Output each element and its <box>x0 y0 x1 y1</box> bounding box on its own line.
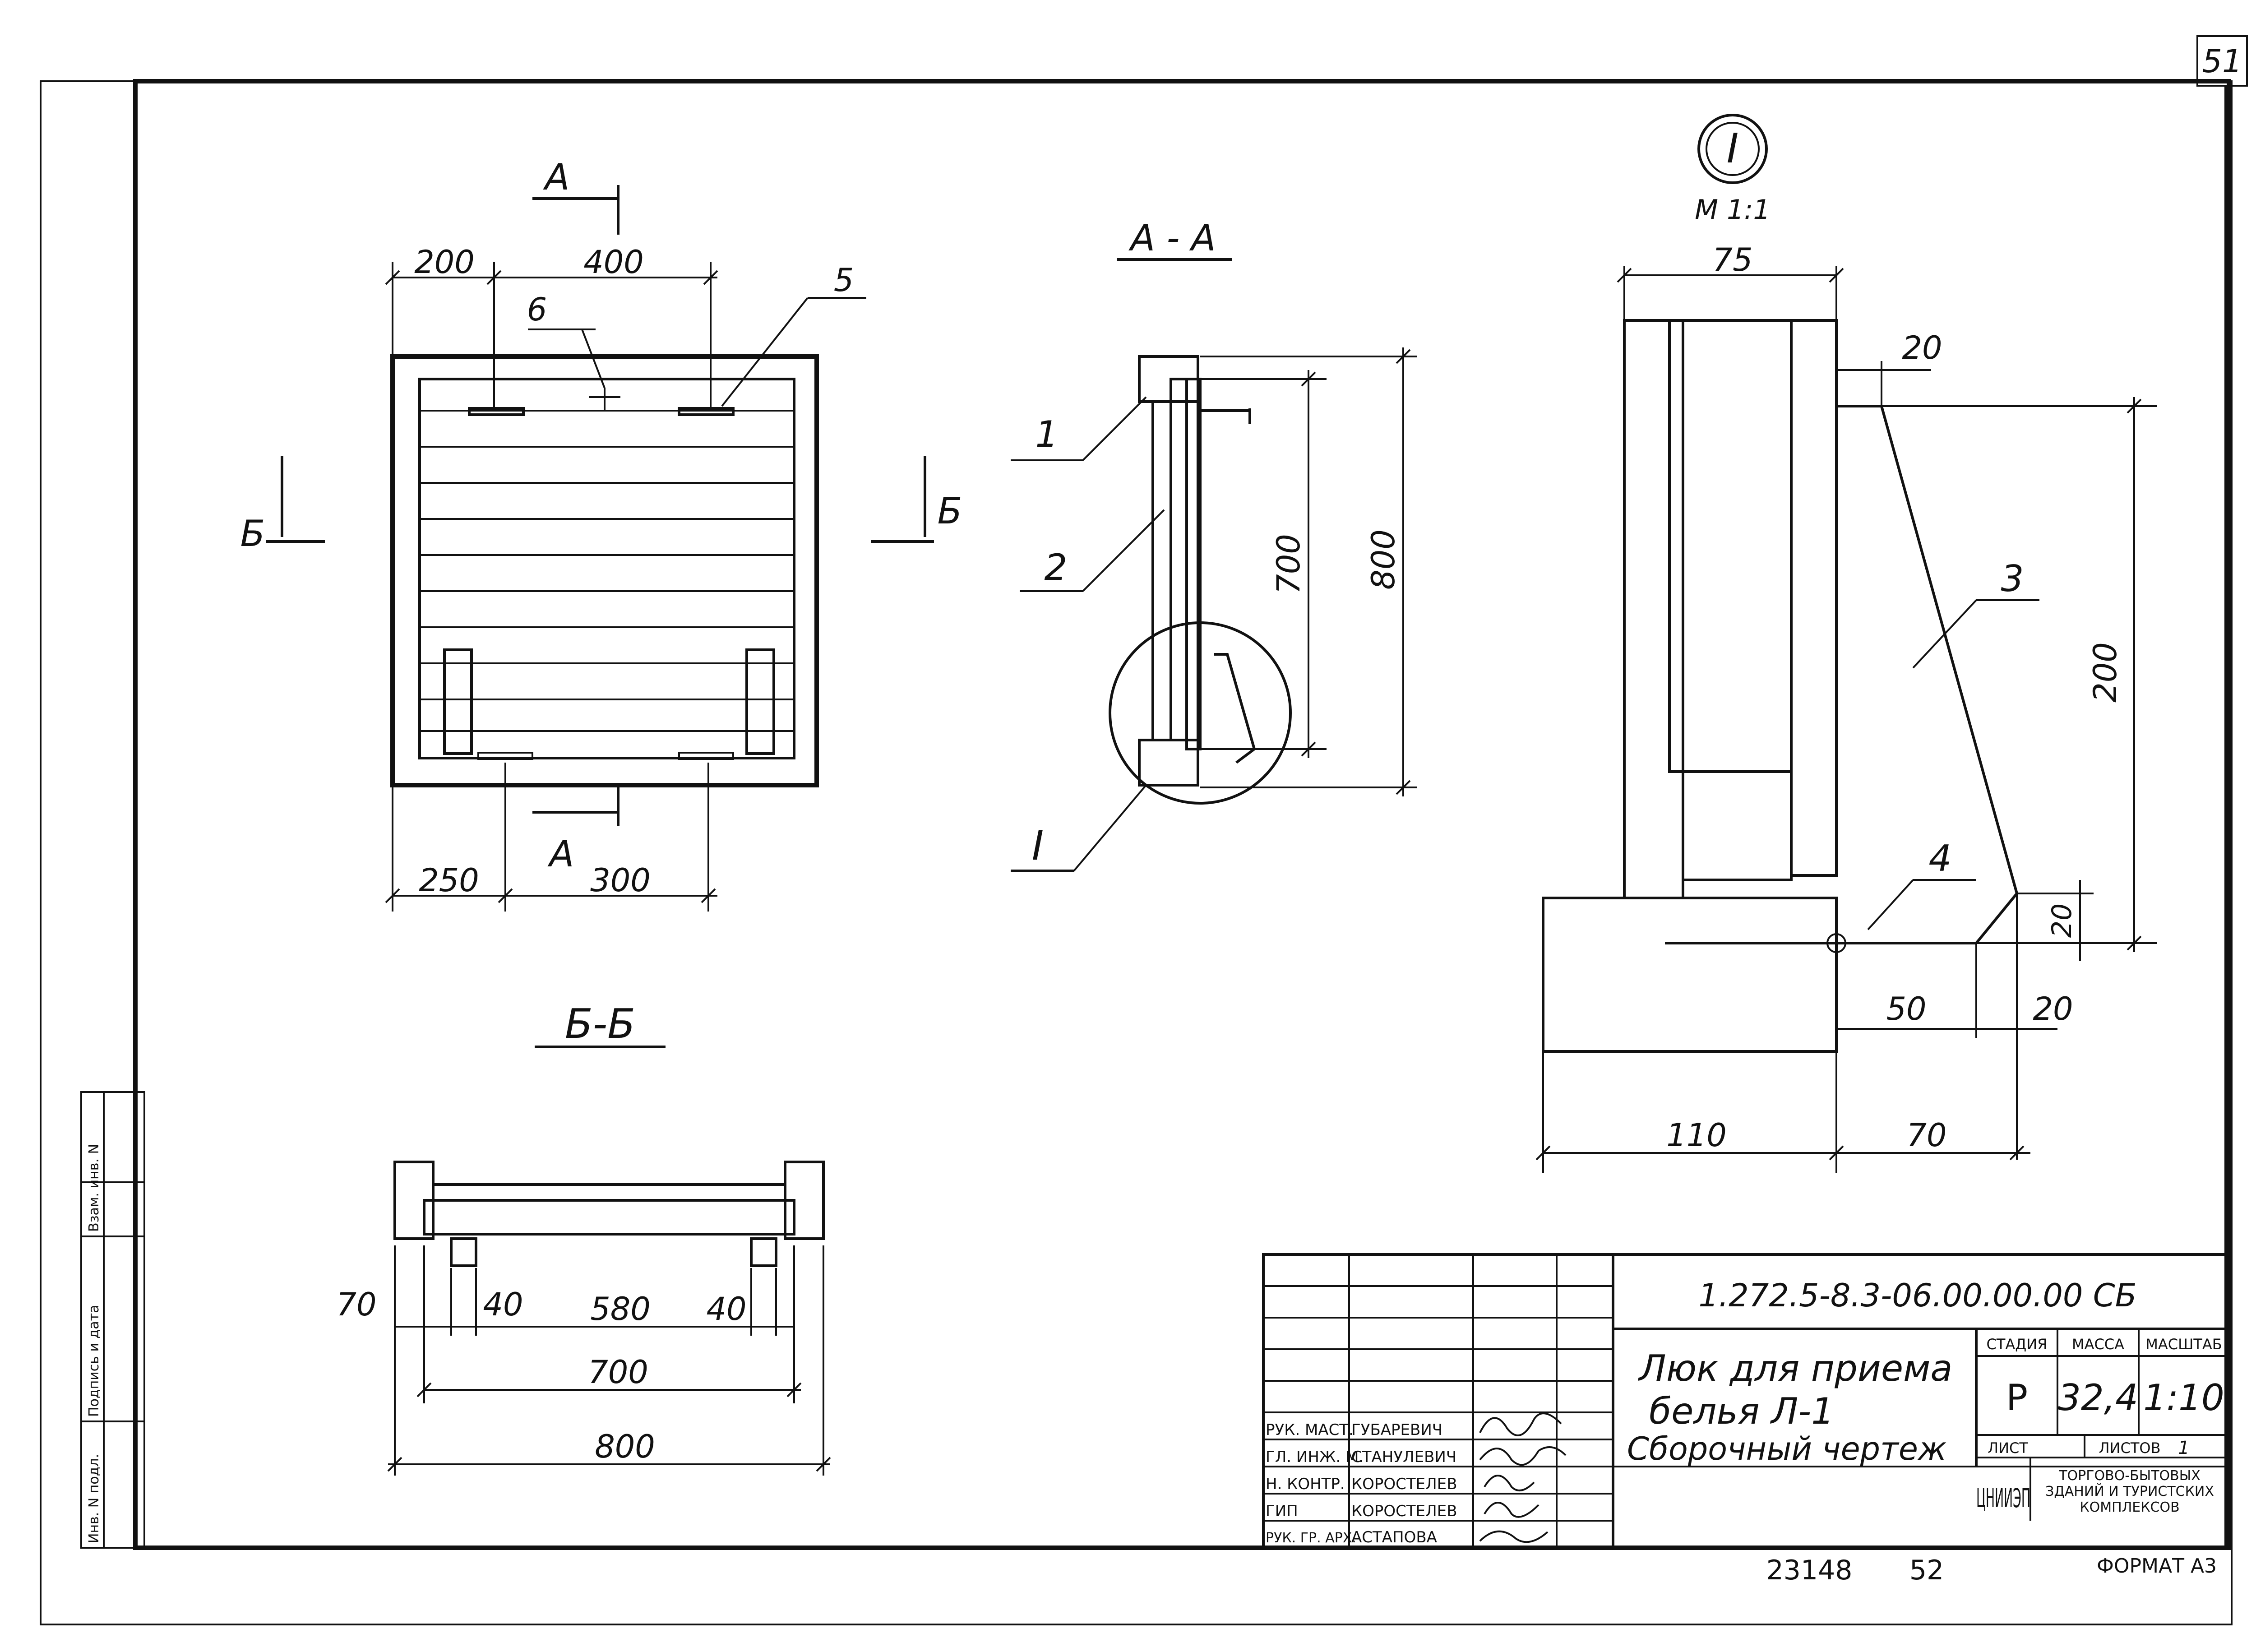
footer-number-mid: 52 <box>1909 1555 1944 1586</box>
section-mark-b-left: Б <box>240 513 265 555</box>
drawing-name-1: Люк для приема <box>1638 1347 1953 1389</box>
callout-6: 6 <box>527 291 547 328</box>
side-stamp-inv: Инв. N подл. <box>86 1454 102 1543</box>
bb-dim-70: 70 <box>336 1286 376 1323</box>
stage-label: СТАДИЯ <box>1987 1336 2048 1353</box>
drawing-code: 1.272.5-8.3-06.00.00.00 СБ <box>1698 1277 2136 1314</box>
plan-view <box>266 185 934 912</box>
section-mark-a-bottom: А <box>547 833 574 875</box>
name-3: КОРОСТЕЛЕВ <box>1351 1475 1457 1493</box>
callout-detail-i: I <box>1032 822 1044 870</box>
detail-dim-50: 50 <box>1886 990 1926 1027</box>
org-desc-1: ТОРГОВО-БЫТОВЫХ <box>2058 1468 2201 1484</box>
detail-marker: I <box>1727 125 1739 172</box>
detail-dim-200: 200 <box>2087 642 2124 703</box>
sheet-frame <box>40 35 2248 1625</box>
role-5: РУК. ГР. АРХ. <box>1266 1530 1356 1546</box>
role-4: ГИП <box>1266 1502 1298 1520</box>
scale-value: 1:10 <box>2143 1377 2224 1419</box>
section-mark-a-top: А <box>543 156 570 198</box>
detail-dim-70: 70 <box>1906 1117 1946 1154</box>
mass-value: 32,4 <box>2058 1377 2138 1419</box>
aa-dim-700: 700 <box>1270 534 1307 594</box>
title-block <box>1262 1253 2230 1549</box>
bb-dim-800: 800 <box>595 1428 655 1465</box>
stage-value: Р <box>2006 1377 2028 1419</box>
scale-label: МАСШТАБ <box>2145 1336 2222 1353</box>
drawing-name-3: Сборочный чертеж <box>1627 1430 1946 1467</box>
callout-5: 5 <box>834 262 854 299</box>
sheets-label: ЛИСТОВ <box>2099 1439 2160 1457</box>
callout-1: 1 <box>1036 413 1059 455</box>
name-2: СТАНУЛЕВИЧ <box>1351 1448 1456 1466</box>
role-3: Н. КОНТР. <box>1266 1475 1345 1493</box>
plan-dim-400: 400 <box>583 244 644 281</box>
plan-dim-300: 300 <box>590 862 651 899</box>
bb-dim-40-left: 40 <box>483 1286 523 1323</box>
side-stamp-sign: Подпись и дата <box>86 1305 102 1417</box>
drawing-name-2: белья Л-1 <box>1649 1390 1834 1432</box>
section-bb-title: Б-Б <box>565 1000 635 1048</box>
mass-label: МАССА <box>2072 1336 2124 1353</box>
role-1: РУК. МАСТ. <box>1266 1421 1354 1439</box>
callout-4: 4 <box>1929 838 1952 879</box>
detail-dim-20-top: 20 <box>1902 329 1942 366</box>
detail-dim-75: 75 <box>1712 241 1752 278</box>
side-stamp-replace: Взам. инв. N <box>86 1144 102 1232</box>
bb-dim-580: 580 <box>590 1291 651 1328</box>
callout-3: 3 <box>2001 558 2024 600</box>
signatures <box>1479 1412 1567 1543</box>
sheets-value: 1 <box>2178 1438 2189 1458</box>
name-4: КОРОСТЕЛЕВ <box>1351 1502 1457 1520</box>
detail-dim-20-right: 20 <box>2046 903 2078 938</box>
section-bb <box>387 1046 831 1476</box>
callout-2: 2 <box>1045 546 1068 588</box>
role-2: ГЛ. ИНЖ. М. <box>1266 1448 1364 1466</box>
side-stamp: Инв. N подл. Подпись и дата Взам. инв. N <box>80 1091 145 1549</box>
detail-dim-110: 110 <box>1666 1117 1727 1154</box>
bb-dim-40-right: 40 <box>706 1291 746 1328</box>
section-mark-b-right: Б <box>938 490 962 532</box>
name-5: АСТАПОВА <box>1351 1528 1437 1546</box>
format-label: ФОРМАТ А3 <box>2097 1555 2217 1578</box>
detail-scale: М 1:1 <box>1695 194 1770 226</box>
org-desc-3: КОМПЛЕКСОВ <box>2080 1499 2179 1515</box>
section-aa <box>1011 258 1417 872</box>
footer-number-left: 23148 <box>1766 1555 1853 1586</box>
aa-dim-800: 800 <box>1365 529 1402 590</box>
bb-dim-700: 700 <box>588 1354 648 1391</box>
plan-dim-250: 250 <box>419 862 479 899</box>
detail-dim-20-bottom: 20 <box>2033 990 2073 1027</box>
name-1: ГУБАРЕВИЧ <box>1351 1421 1442 1439</box>
detail-i <box>1535 114 2157 1173</box>
org-desc-2: ЗДАНИЙ И ТУРИСТСКИХ <box>2045 1483 2214 1499</box>
page-number: 51 <box>2202 43 2242 80</box>
section-aa-title: А - А <box>1128 217 1216 259</box>
org-logo: ЦНИИЭП <box>1976 1483 2030 1513</box>
plan-dim-200: 200 <box>414 244 475 281</box>
sheet-label: ЛИСТ <box>1988 1439 2028 1457</box>
